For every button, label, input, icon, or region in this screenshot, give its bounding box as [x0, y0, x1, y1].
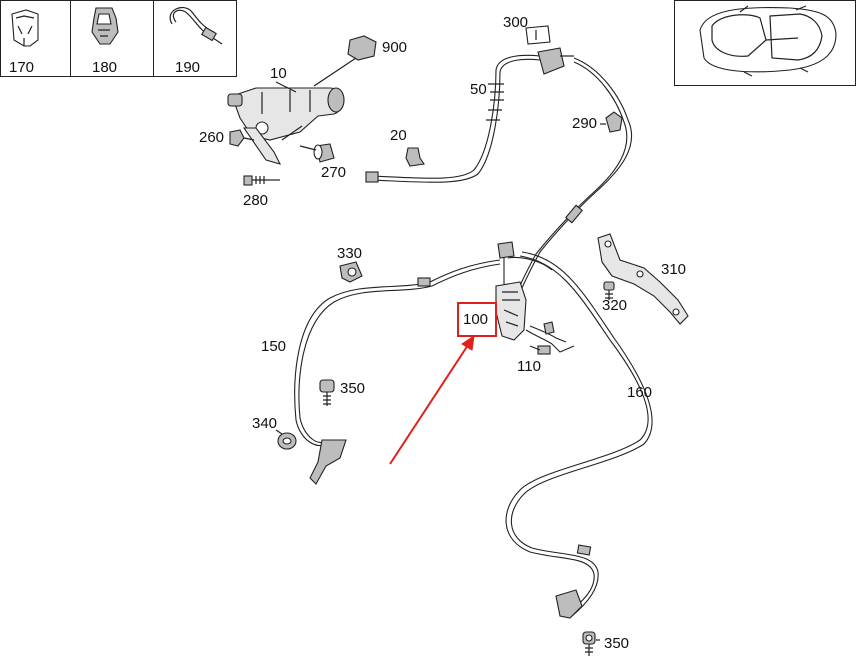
part-290-clip	[600, 111, 623, 133]
part-330-clip	[339, 261, 363, 283]
callout-350-left: 350	[340, 380, 365, 397]
callout-320: 320	[602, 297, 627, 314]
callout-290: 290	[572, 115, 597, 132]
callout-280: 280	[243, 192, 268, 209]
part-300-pad	[525, 25, 551, 45]
car-top-view-icon	[674, 0, 856, 86]
callout-300: 300	[503, 14, 528, 31]
part-50-connector	[537, 47, 574, 75]
part-310-bracket	[597, 233, 689, 325]
part-340-grommet	[275, 429, 297, 450]
part-320-screw	[603, 281, 615, 300]
legend-part-180: 180	[92, 59, 117, 76]
callout-350-right: 350	[604, 635, 629, 652]
callout-160: 160	[627, 384, 652, 401]
callout-260: 260	[199, 129, 224, 146]
cable-160	[505, 251, 653, 619]
part-350-bolt-right	[582, 631, 600, 656]
part-110-harness	[525, 321, 575, 355]
cable-50	[365, 54, 541, 183]
legend-part-190: 190	[175, 59, 200, 76]
cable-tie-icon	[169, 7, 223, 45]
callout-340: 340	[252, 415, 277, 432]
callout-100: 100	[463, 311, 488, 328]
highlight-box-100	[457, 302, 497, 337]
callout-50: 50	[470, 81, 487, 98]
part-350-bolt-left	[319, 379, 335, 406]
part-10-assembly	[227, 87, 345, 165]
callout-330: 330	[337, 245, 362, 262]
clip-icon	[11, 9, 39, 47]
callout-20: 20	[390, 127, 407, 144]
part-280-screw	[243, 175, 280, 186]
callout-150: 150	[261, 338, 286, 355]
callout-310: 310	[661, 261, 686, 278]
callout-270: 270	[321, 164, 346, 181]
callout-900: 900	[382, 39, 407, 56]
part-270-grommet	[299, 143, 335, 163]
callout-10: 10	[270, 65, 287, 82]
part-900-label-tag	[313, 35, 377, 87]
callout-110: 110	[517, 358, 541, 375]
part-20-clip	[405, 147, 425, 167]
clip-icon	[91, 7, 119, 45]
part-260-clip	[229, 129, 255, 147]
part-100-module	[495, 241, 553, 341]
legend-part-170: 170	[9, 59, 34, 76]
highlight-arrow	[389, 334, 475, 465]
cable-150	[294, 259, 501, 485]
legend-strip: 170 180 190	[0, 0, 237, 77]
